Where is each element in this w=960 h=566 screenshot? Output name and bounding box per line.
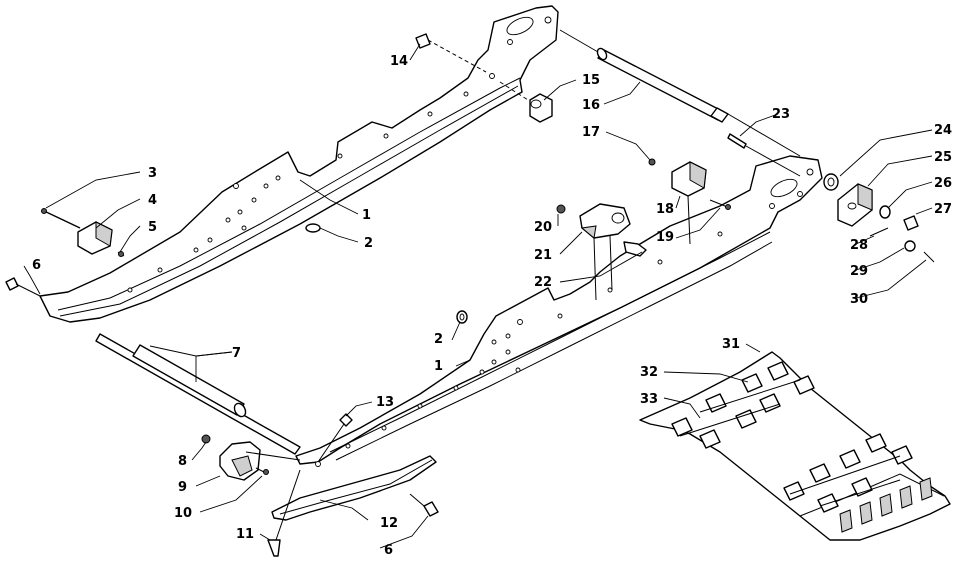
callout-23: 23 [772,107,790,122]
slide-screw [267,469,301,557]
callout-32: 32 [640,365,658,380]
callout-7: 7 [232,346,241,361]
callout-14: 14 [390,54,408,69]
callout-10: 10 [174,506,192,521]
rear-cross-shaft [559,29,801,157]
callout-9: 9 [178,480,187,495]
callout-25: 25 [934,150,952,165]
callout-15: 15 [582,73,600,88]
washer-left [305,223,321,233]
callout-17: 17 [582,125,600,140]
callout-4: 4 [148,193,157,208]
callout-6-lower: 6 [384,543,393,558]
callout-16: 16 [582,98,600,113]
rear-bushing [499,81,553,123]
callout-29: 29 [850,264,868,279]
callout-labels: 3 4 5 6 1 2 7 2 1 13 8 9 10 11 12 6 14 1… [32,54,952,558]
bolt-front-left [5,277,41,297]
callout-1-left-rail: 1 [362,208,371,223]
callout-26: 26 [934,176,952,191]
callout-3: 3 [148,166,157,181]
callout-12: 12 [380,516,398,531]
callout-1-right-rail: 1 [434,359,443,374]
callout-22: 22 [534,275,552,290]
callout-21: 21 [534,248,552,263]
callout-28: 28 [850,238,868,253]
insert-13 [317,413,353,463]
callout-11: 11 [236,527,254,542]
callout-30: 30 [850,292,868,307]
callout-19: 19 [656,230,674,245]
callout-33: 33 [640,392,658,407]
callout-2-left-washer: 2 [364,236,373,251]
callout-31: 31 [722,337,740,352]
pivot-arm-21 [556,203,647,301]
callout-18: 18 [656,202,674,217]
callout-8: 8 [178,454,187,469]
rear-pin [727,133,801,177]
left-rail [39,5,559,323]
front-cross-shaft [95,333,301,455]
callout-2-right-washer: 2 [434,332,443,347]
rear-bumper-assembly [201,434,301,481]
callout-24: 24 [934,123,952,138]
callout-20: 20 [534,220,552,235]
callout-13: 13 [376,395,394,410]
rear-adjuster-assembly [823,173,935,263]
stopper-block-18 [648,158,731,245]
slide-wear-strip [271,455,437,521]
callout-6-front: 6 [32,258,41,273]
bolt-lower [409,493,439,517]
track-belt [639,351,951,541]
front-stopper-block [41,208,125,257]
leader-lines [23,43,933,549]
callout-27: 27 [934,202,952,217]
callout-5: 5 [148,220,157,235]
